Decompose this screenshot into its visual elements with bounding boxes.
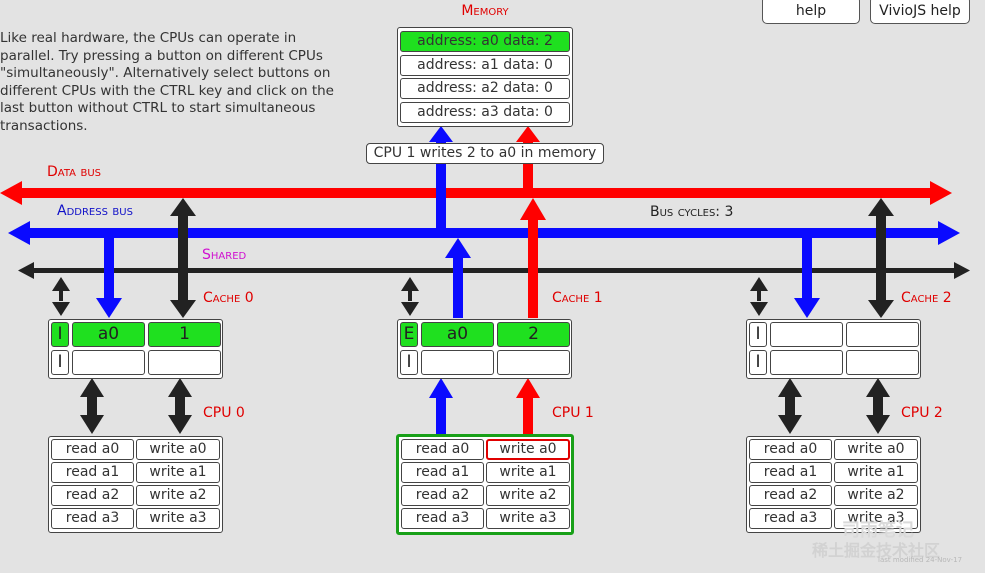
cache-address bbox=[770, 350, 843, 375]
cpu1-panel: read a0 write a0 read a1 write a1 read a… bbox=[396, 434, 574, 535]
cache2-address-connector bbox=[794, 238, 820, 318]
cache-state: I bbox=[51, 350, 69, 375]
cache0-data-connector bbox=[170, 198, 196, 318]
cache0-panel: I a0 1 I bbox=[48, 319, 223, 379]
write-button[interactable]: write a2 bbox=[486, 485, 570, 506]
memory-row: address: a0 data: 2 bbox=[400, 31, 570, 52]
last-modified: last modified 24-Nov-17 bbox=[878, 556, 963, 564]
data-bus bbox=[0, 181, 952, 205]
memory-title: Memory bbox=[461, 3, 509, 19]
read-button[interactable]: read a0 bbox=[749, 439, 832, 460]
cache-state: I bbox=[51, 322, 69, 347]
read-button[interactable]: read a1 bbox=[401, 462, 484, 483]
memory-row: address: a3 data: 0 bbox=[400, 102, 570, 123]
cache-state: I bbox=[749, 350, 767, 375]
cache-data: 1 bbox=[148, 322, 221, 347]
cache-data bbox=[846, 322, 919, 347]
cpu2-cache-connector-right bbox=[866, 378, 890, 434]
cache0-address-connector bbox=[96, 238, 122, 318]
memory-row: address: a2 data: 0 bbox=[400, 78, 570, 99]
write-button[interactable]: write a0 bbox=[834, 439, 918, 460]
cache-address: a0 bbox=[72, 322, 145, 347]
read-button[interactable]: read a3 bbox=[749, 508, 832, 529]
help-button[interactable]: help bbox=[762, 0, 860, 24]
cache2-shared-connector bbox=[750, 277, 768, 316]
cache-address: a0 bbox=[421, 322, 494, 347]
read-button[interactable]: read a3 bbox=[401, 508, 484, 529]
memory-data-connector bbox=[516, 126, 540, 190]
write-button[interactable]: write a1 bbox=[136, 462, 220, 483]
write-button[interactable]: write a0 bbox=[136, 439, 220, 460]
cache1-address-connector bbox=[445, 238, 471, 318]
cache-state: I bbox=[400, 350, 418, 375]
data-bus-label: Data bus bbox=[47, 164, 101, 180]
read-button[interactable]: read a0 bbox=[51, 439, 134, 460]
viviojs-help-button[interactable]: VivioJS help bbox=[870, 0, 970, 24]
cpu2-panel: read a0 write a0 read a1 write a1 read a… bbox=[746, 436, 921, 533]
read-button[interactable]: read a2 bbox=[749, 485, 832, 506]
cpu0-panel: read a0 write a0 read a1 write a1 read a… bbox=[48, 436, 223, 533]
read-button[interactable]: read a2 bbox=[51, 485, 134, 506]
memory-row: address: a1 data: 0 bbox=[400, 55, 570, 76]
shared-bus bbox=[18, 262, 970, 279]
cpu0-cache-connector-left bbox=[80, 378, 104, 434]
read-button[interactable]: read a3 bbox=[51, 508, 134, 529]
cache-data bbox=[846, 350, 919, 375]
cpu0-cache-connector-right bbox=[168, 378, 192, 434]
write-button[interactable]: write a1 bbox=[834, 462, 918, 483]
write-button-selected[interactable]: write a0 bbox=[486, 439, 570, 460]
cache1-panel: E a0 2 I bbox=[397, 319, 572, 379]
cache-address bbox=[72, 350, 145, 375]
read-button[interactable]: read a2 bbox=[401, 485, 484, 506]
cpu1-label: CPU 1 bbox=[552, 405, 594, 421]
cache1-shared-connector bbox=[401, 277, 419, 316]
memory-panel: address: a0 data: 2 address: a1 data: 0 … bbox=[397, 27, 573, 127]
transaction-label: CPU 1 writes 2 to a0 in memory bbox=[366, 143, 604, 164]
read-button[interactable]: read a1 bbox=[749, 462, 832, 483]
cpu1-data-connector bbox=[516, 378, 540, 436]
cache0-shared-connector bbox=[52, 277, 70, 316]
watermark-badge: 司雨笔记 bbox=[842, 520, 914, 541]
cache2-panel: I I bbox=[746, 319, 921, 379]
cache2-label: Cache 2 bbox=[901, 290, 952, 306]
intro-text: Like real hardware, the CPUs can operate… bbox=[0, 30, 334, 134]
cpu0-label: CPU 0 bbox=[203, 405, 245, 421]
cache-address bbox=[421, 350, 494, 375]
shared-bus-label: Shared bbox=[202, 247, 247, 263]
write-button[interactable]: write a3 bbox=[834, 508, 918, 529]
cache2-data-connector bbox=[868, 198, 894, 318]
write-button[interactable]: write a2 bbox=[834, 485, 918, 506]
cache-address bbox=[770, 322, 843, 347]
write-button[interactable]: write a3 bbox=[136, 508, 220, 529]
cpu2-cache-connector-left bbox=[778, 378, 802, 434]
cache-state: I bbox=[749, 322, 767, 347]
cache-data bbox=[497, 350, 570, 375]
cpu2-label: CPU 2 bbox=[901, 405, 943, 421]
bus-cycles-label: Bus cycles: 3 bbox=[650, 204, 734, 220]
cache-data bbox=[148, 350, 221, 375]
cache1-data-connector bbox=[520, 198, 546, 318]
cache-data: 2 bbox=[497, 322, 570, 347]
cache1-label: Cache 1 bbox=[552, 290, 603, 306]
read-button[interactable]: read a1 bbox=[51, 462, 134, 483]
address-bus bbox=[8, 221, 960, 245]
cpu1-address-connector bbox=[429, 378, 453, 436]
cache-state: E bbox=[400, 322, 418, 347]
write-button[interactable]: write a1 bbox=[486, 462, 570, 483]
address-bus-label: Address bus bbox=[57, 203, 133, 219]
watermark-text: 稀土掘金技术社区 bbox=[812, 541, 941, 560]
cache0-label: Cache 0 bbox=[203, 290, 254, 306]
write-button[interactable]: write a3 bbox=[486, 508, 570, 529]
memory-address-connector bbox=[429, 126, 453, 230]
write-button[interactable]: write a2 bbox=[136, 485, 220, 506]
read-button[interactable]: read a0 bbox=[401, 439, 484, 460]
